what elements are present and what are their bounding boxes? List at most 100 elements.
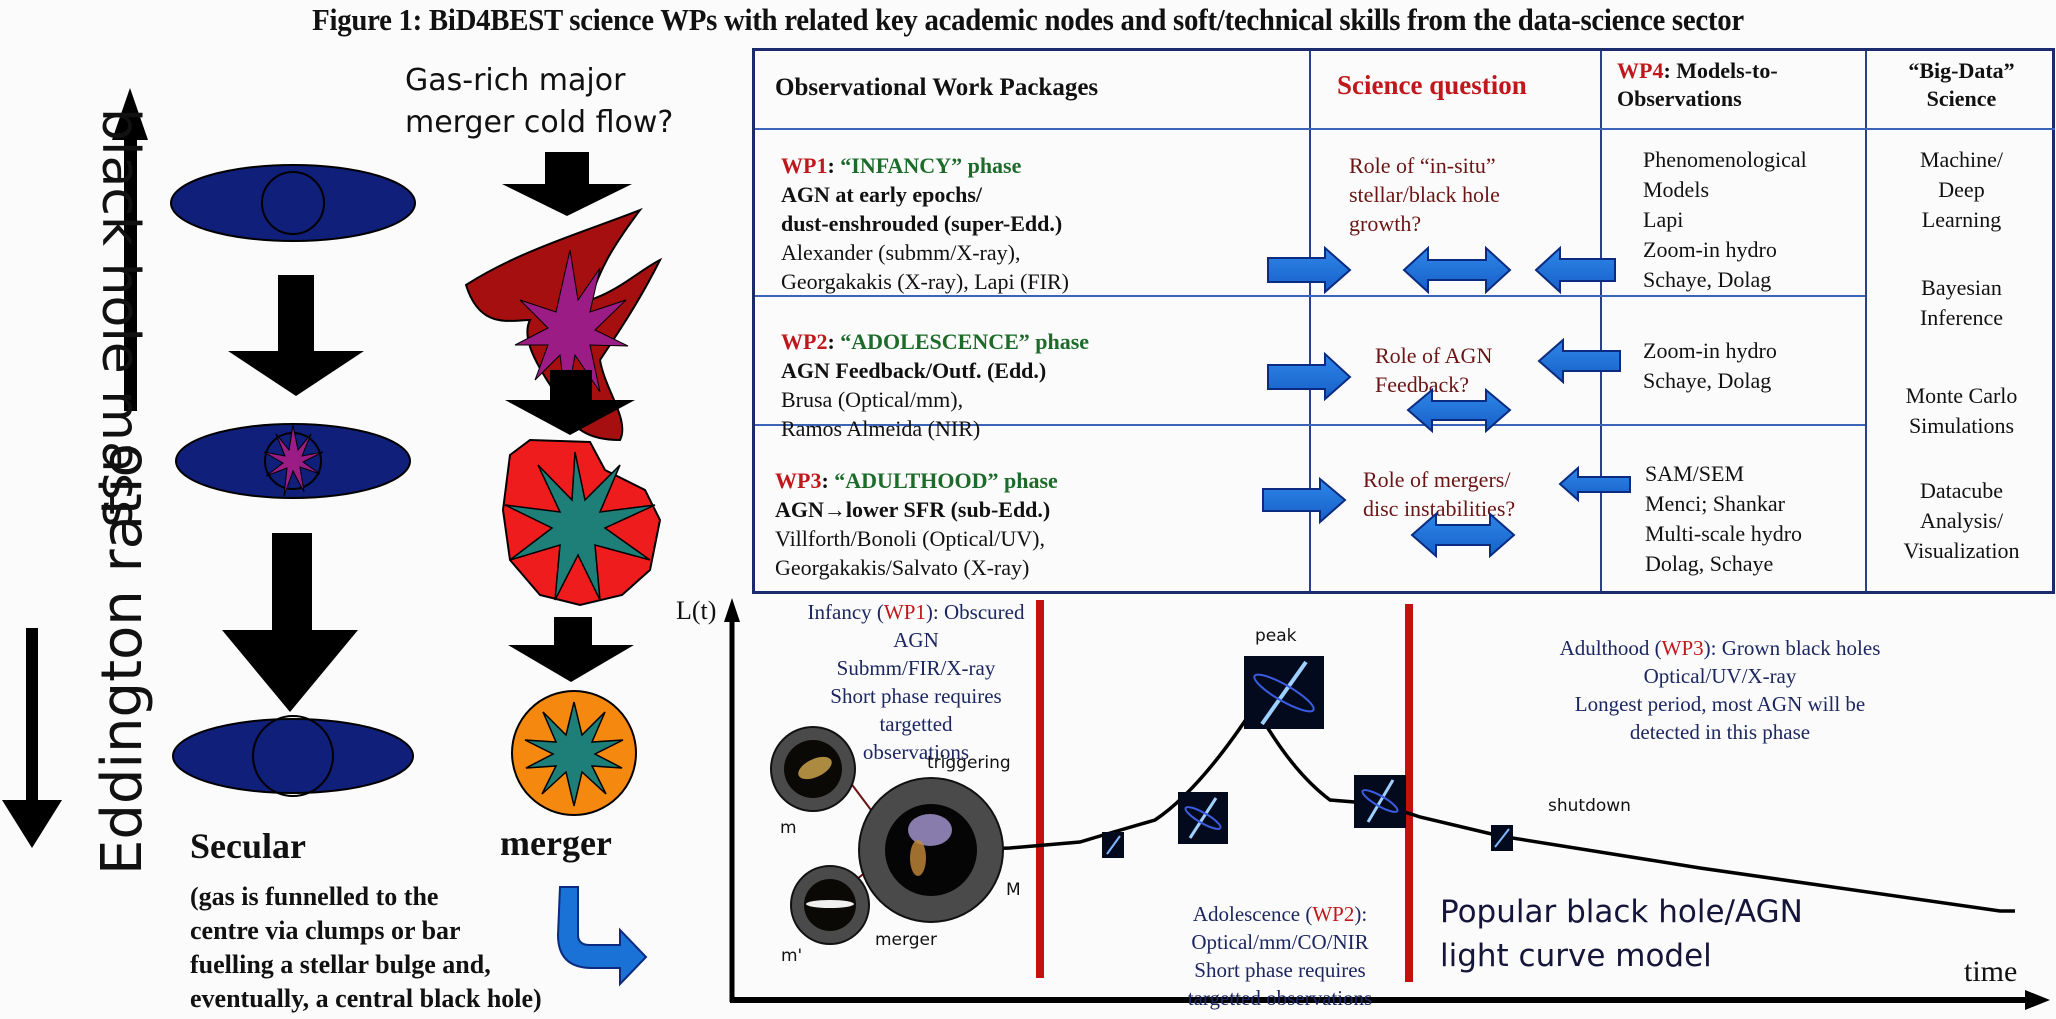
annotation-line: detected in this phase [1629, 720, 1811, 744]
model-line: Zoom-in hydro [1643, 237, 1777, 262]
agn-thumbnail-small-1 [1102, 832, 1124, 858]
bigdata-line: Monte Carlo [1905, 383, 2018, 408]
annotation-text: ): Grown black holes [1703, 636, 1881, 660]
secular-description: (gas is funnelled to the centre via clum… [190, 880, 542, 1016]
annotation-text: Adolescence ( [1192, 902, 1313, 926]
annotation-text: ): [1354, 902, 1368, 926]
model-line: Multi-scale hydro [1645, 521, 1803, 546]
secular-title: Secular [190, 826, 306, 866]
header-big-data-line: Science [1926, 86, 1997, 111]
down-arrow-icon [228, 275, 364, 396]
up-arrow-icon [112, 88, 148, 411]
bigdata-line: Deep [1938, 177, 1985, 202]
question-line: growth? [1349, 211, 1422, 236]
x-axis [730, 990, 2050, 1010]
merger-question-line: merger cold flow? [405, 105, 674, 140]
header-models: WP4: Models-to- Observations [1617, 57, 1778, 113]
separator: : [827, 153, 841, 178]
wp-label: WP3 [1661, 636, 1704, 660]
bigdata-line: Visualization [1903, 538, 2020, 563]
bigdata-item-montecarlo: Monte Carlo Simulations [1868, 381, 2055, 441]
wp-description: dust-enshrouded (super-Edd.) [781, 211, 1063, 236]
infancy-annotation: Infancy (WP1): Obscured AGN Submm/FIR/X-… [800, 598, 1032, 766]
agn-thumbnail-peak [1244, 656, 1324, 729]
model-line: Menci; Shankar [1645, 491, 1785, 516]
row-divider [755, 295, 1865, 297]
galaxy-label-m-prime: m' [781, 946, 803, 966]
disc-galaxy-middle [175, 423, 411, 499]
annotation-line: Longest period, most AGN will be [1574, 692, 1866, 716]
phase-divider-wp2-wp3 [1405, 604, 1413, 982]
stage-label-peak: peak [1255, 626, 1297, 646]
down-arrow-icon [2, 628, 62, 848]
wp3-cell: WP3: “ADULTHOOD” phase AGN→lower SFR (su… [775, 466, 1058, 582]
starburst-icon [514, 249, 629, 406]
question-line: Role of “in-situ” [1349, 153, 1496, 178]
teal-star-icon [504, 451, 656, 601]
galaxy-M-icon [858, 777, 1004, 923]
annotation-line: Submm/FIR/X-ray [836, 656, 996, 680]
wp-label: WP3 [775, 468, 822, 493]
agn-thumbnail-rising [1178, 792, 1228, 844]
wp-people: Brusa (Optical/mm), [781, 387, 964, 412]
wp4-label: WP4 [1617, 58, 1664, 83]
model-line: SAM/SEM [1645, 461, 1745, 486]
bigdata-line: Datacube [1919, 478, 2004, 503]
bigdata-line: Analysis/ [1919, 508, 2004, 533]
galaxy-label-m: m [780, 818, 797, 838]
wp-people: Villforth/Bonoli (Optical/UV), [775, 526, 1045, 551]
secular-line: eventually, a central black hole) [190, 984, 542, 1013]
wp-label: WP1 [781, 153, 828, 178]
curved-blue-arrow-icon [556, 886, 648, 987]
question-line: Role of AGN [1375, 343, 1493, 368]
gas-rich-merger-blob [464, 207, 663, 442]
bigdata-line: Bayesian [1921, 275, 2002, 300]
model-caption-line: light curve model [1440, 938, 1712, 974]
model-caption-line: Popular black hole/AGN [1440, 894, 1803, 930]
agn-thumbnail-shutdown [1491, 825, 1513, 851]
bigdata-line: Learning [1921, 207, 2002, 232]
wp-description: AGN→lower SFR (sub-Edd.) [775, 497, 1051, 522]
wp-description: AGN Feedback/Outf. (Edd.) [781, 358, 1047, 383]
annotation-text: Infancy ( [807, 600, 884, 624]
separator: : [821, 468, 835, 493]
wp-people: Georgakakis (X-ray), Lapi (FIR) [781, 269, 1069, 294]
model-line: Schaye, Dolag [1643, 267, 1772, 292]
wp-label: WP2 [781, 329, 828, 354]
down-arrow-icon [222, 533, 358, 712]
model-line: Phenomenological [1643, 147, 1807, 172]
annotation-line: Optical/mm/CO/NIR [1191, 930, 1369, 954]
stage-label-shutdown: shutdown [1548, 796, 1631, 816]
annotation-text: Adulthood ( [1559, 636, 1662, 660]
wp-label: WP2 [1312, 902, 1355, 926]
secular-line: (gas is funnelled to the [190, 882, 439, 911]
wp-description: AGN at early epochs/ [781, 182, 983, 207]
stage-label-merger: merger [875, 930, 937, 950]
annotation-line: Short phase requires [1194, 958, 1366, 982]
header-models-text: : Models-to- [1663, 58, 1778, 83]
down-arrow-icon [502, 152, 632, 216]
secular-line: fuelling a stellar bulge and, [190, 950, 491, 979]
question-wp1: Role of “in-situ” stellar/black hole gro… [1349, 151, 1500, 238]
galaxy-label-M: M [1006, 880, 1021, 900]
y-axis [724, 598, 740, 1002]
phase-label: “ADULTHOOD” phase [834, 468, 1058, 493]
galaxy-m-icon [770, 726, 856, 812]
starburst-icon [263, 424, 324, 497]
bigdata-item-ml: Machine/ Deep Learning [1868, 145, 2055, 235]
row-divider [755, 128, 2055, 130]
phase-divider-wp1-wp2 [1036, 600, 1044, 978]
evolution-diagram [2, 88, 663, 987]
model-line: Zoom-in hydro [1643, 338, 1777, 363]
phase-label: “INFANCY” phase [840, 153, 1022, 178]
annotation-line: observations [862, 740, 970, 764]
wp2-cell: WP2: “ADOLESCENCE” phase AGN Feedback/Ou… [781, 327, 1089, 443]
model-line: Models [1643, 177, 1709, 202]
bigdata-line: Inference [1919, 305, 2004, 330]
y-axis-label: L(t) [676, 596, 717, 625]
work-package-table: Observational Work Packages Science ques… [752, 48, 2055, 594]
header-big-data-line: “Big-Data” [1908, 58, 2015, 83]
column-divider [1309, 51, 1311, 591]
models-wp2: Zoom-in hydro Schaye, Dolag [1643, 336, 1777, 396]
disc-galaxy-bottom [172, 715, 414, 797]
